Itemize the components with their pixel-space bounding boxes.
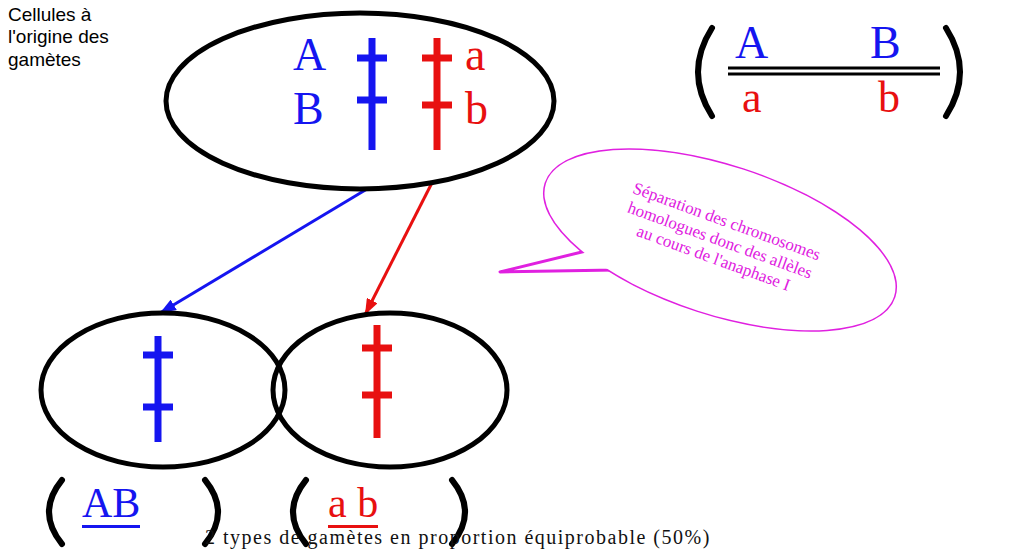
allele-letter: b xyxy=(465,86,488,132)
caption: 2 types de gamètes en proportion équipro… xyxy=(205,527,711,547)
bubble-outline xyxy=(523,113,917,367)
gamete-cell: a b xyxy=(270,310,510,470)
chromosome-red-parent xyxy=(422,38,452,150)
genotype-allele: B xyxy=(870,20,901,66)
node-outline xyxy=(163,10,557,192)
arrow-connector xyxy=(365,183,432,315)
chromosome-blue-parent xyxy=(357,38,387,150)
cell-outline xyxy=(273,313,507,467)
chromosome-red-gamete xyxy=(362,325,392,438)
genotype-allele: a xyxy=(742,76,762,120)
genotype-allele: b xyxy=(878,76,900,120)
gamete-genotype: a b xyxy=(328,482,378,528)
callout-bubble: Séparation des chromosomes homologues do… xyxy=(530,165,910,315)
node-outline xyxy=(270,310,510,470)
cell-heading: Cellules à l'origine des gamètes xyxy=(8,4,120,71)
allele-letter: a xyxy=(465,32,485,78)
genotype-bar xyxy=(728,68,940,74)
allele-letter: A xyxy=(293,32,326,78)
bubble-fill xyxy=(523,113,917,367)
cell-outline xyxy=(41,313,285,467)
gamete-cell: AB xyxy=(38,310,288,470)
cell-outline xyxy=(166,13,554,189)
gamete-genotype: AB xyxy=(82,482,140,528)
allele-letter: B xyxy=(293,86,324,132)
parent-cell: ABab xyxy=(163,10,557,192)
genotype-allele: A xyxy=(735,20,768,66)
arrow-connector xyxy=(160,189,367,313)
node-outline xyxy=(38,310,288,470)
chromosome-blue-gamete xyxy=(143,336,173,442)
